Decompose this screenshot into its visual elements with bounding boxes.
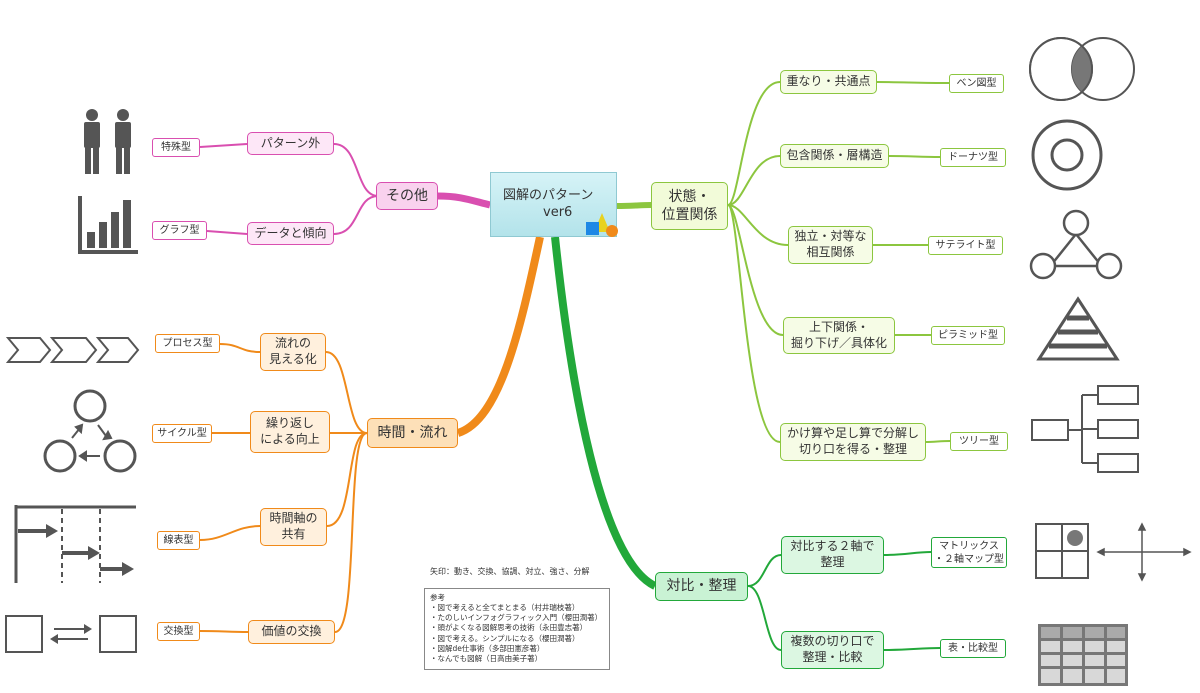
- sub-decompose[interactable]: かけ算や足し算で分解し 切り口を得る・整理: [780, 423, 926, 461]
- sub-flow-visualize[interactable]: 流れの 見える化: [260, 333, 326, 371]
- sub-label: 時間軸の 共有: [269, 511, 318, 541]
- sub-label: データと傾向: [254, 225, 327, 240]
- leaf-cycle-type[interactable]: サイクル型: [152, 424, 212, 443]
- sub-timeline-share[interactable]: 時間軸の 共有: [260, 508, 327, 546]
- sub-label: 対比する２軸で 整理: [790, 539, 875, 569]
- reference-item: ・たのしいインフォグラフィック入門（櫻田潤著）: [430, 613, 603, 623]
- leaf-label: ベン図型: [956, 78, 997, 89]
- reference-item: ・図で考えると全てまとまる（村井瑞枝著）: [430, 603, 580, 613]
- leaf-label: 交換型: [163, 626, 194, 637]
- arrow-note: 矢印：動き、交換、協調、対立、強さ、分解: [430, 567, 590, 576]
- sub-label: 繰り返し による向上: [260, 416, 320, 446]
- leaf-label: サテライト型: [935, 240, 996, 251]
- sub-label: 上下関係・ 掘り下げ／具体化: [790, 319, 887, 350]
- pyramid-icon: [1036, 296, 1120, 361]
- donut-icon: [1031, 119, 1103, 191]
- leaf-process-type[interactable]: プロセス型: [155, 334, 220, 353]
- leaf-label: 特殊型: [161, 142, 191, 153]
- leaf-label: ツリー型: [959, 436, 999, 447]
- sub-inclusion[interactable]: 包含関係・層構造: [780, 144, 889, 168]
- branch-jotai[interactable]: 状態・ 位置関係: [651, 182, 728, 230]
- sub-multi-compare[interactable]: 複数の切り口で 整理・比較: [781, 631, 884, 669]
- shapes-icon: [586, 213, 618, 237]
- central-version: ver6: [543, 204, 573, 220]
- branch-taihi-label: 対比・整理: [666, 578, 737, 595]
- timeline-icon: [14, 505, 136, 583]
- leaf-matrix-type[interactable]: マトリックス ・２軸マップ型: [931, 537, 1007, 568]
- leaf-label: グラフ型: [159, 225, 200, 236]
- reference-item: ・図で考える。シンプルになる（櫻田潤著）: [430, 633, 580, 643]
- leaf-donut-type[interactable]: ドーナツ型: [940, 148, 1006, 167]
- cycle-icon: [43, 389, 137, 473]
- leaf-table-type[interactable]: 表・比較型: [940, 639, 1006, 658]
- leaf-label: 線表型: [163, 535, 194, 546]
- leaf-label: プロセス型: [162, 338, 213, 349]
- sub-label: 価値の交換: [261, 624, 322, 639]
- branch-sonota-label: その他: [386, 187, 428, 204]
- sub-repeat-improve[interactable]: 繰り返し による向上: [250, 411, 330, 453]
- sub-hierarchy[interactable]: 上下関係・ 掘り下げ／具体化: [783, 317, 895, 354]
- leaf-label: マトリックス ・２軸マップ型: [934, 540, 1004, 565]
- leaf-exchange-type[interactable]: 交換型: [157, 622, 200, 641]
- people-icon: [84, 109, 131, 174]
- sub-label: 独立・対等な 相互関係: [794, 229, 867, 259]
- branch-jikan-label: 時間・流れ: [377, 424, 448, 441]
- leaf-graph-type[interactable]: グラフ型: [152, 221, 207, 240]
- exchange-icon: [5, 615, 137, 653]
- sub-label: 包含関係・層構造: [786, 148, 883, 163]
- reference-item: ・図解de仕事術（多部田憲彦著）: [430, 643, 545, 653]
- sub-overlap[interactable]: 重なり・共通点: [780, 70, 877, 94]
- sub-independent[interactable]: 独立・対等な 相互関係: [788, 226, 873, 264]
- chevron-process-icon: [6, 337, 140, 363]
- leaf-label: 表・比較型: [948, 643, 998, 654]
- leaf-special-type[interactable]: 特殊型: [152, 138, 200, 157]
- central-title: 図解のパターン: [503, 187, 594, 203]
- leaf-satellite-type[interactable]: サテライト型: [928, 236, 1003, 255]
- leaf-label: ドーナツ型: [948, 152, 998, 163]
- central-topic[interactable]: 図解のパターン ver6: [490, 172, 618, 237]
- sub-label: 複数の切り口で 整理・比較: [790, 634, 875, 664]
- branch-jikan[interactable]: 時間・流れ: [367, 418, 458, 448]
- reference-box: 参考 ・図で考えると全てまとまる（村井瑞枝著） ・たのしいインフォグラフィック入…: [424, 588, 610, 670]
- sub-data-trend[interactable]: データと傾向: [247, 222, 334, 245]
- reference-item: ・なんでも図解（日高由美子著）: [430, 653, 543, 663]
- leaf-label: サイクル型: [157, 428, 207, 439]
- matrix-icon: [1035, 523, 1089, 579]
- branch-jotai-label: 状態・ 位置関係: [661, 188, 718, 223]
- leaf-label: ピラミッド型: [938, 330, 998, 341]
- satellite-icon: [1029, 209, 1123, 280]
- leaf-venn-type[interactable]: ベン図型: [949, 74, 1004, 93]
- sub-two-axis[interactable]: 対比する２軸で 整理: [781, 536, 884, 574]
- leaf-chart-type[interactable]: 線表型: [157, 531, 200, 550]
- venn-icon: [1029, 37, 1135, 101]
- sub-label: 重なり・共通点: [786, 74, 871, 89]
- leaf-pyramid-type[interactable]: ピラミッド型: [931, 326, 1005, 345]
- branch-taihi[interactable]: 対比・整理: [655, 572, 748, 601]
- bar-graph-icon: [78, 196, 138, 254]
- sub-label: 流れの 見える化: [269, 336, 317, 366]
- reference-item: ・頭がよくなる図解思考の技術（永田豊志著）: [430, 623, 588, 633]
- axis-map-icon: [1096, 522, 1192, 582]
- branch-sonota[interactable]: その他: [376, 182, 438, 210]
- leaf-tree-type[interactable]: ツリー型: [950, 432, 1008, 451]
- tree-icon: [1031, 385, 1139, 473]
- table-icon: [1038, 624, 1128, 686]
- reference-title: 参考: [430, 593, 445, 602]
- sub-label: パターン外: [260, 135, 321, 150]
- sub-label: かけ算や足し算で分解し 切り口を得る・整理: [786, 426, 919, 456]
- sub-value-exchange[interactable]: 価値の交換: [248, 620, 335, 644]
- sub-pattern-outside[interactable]: パターン外: [247, 132, 334, 155]
